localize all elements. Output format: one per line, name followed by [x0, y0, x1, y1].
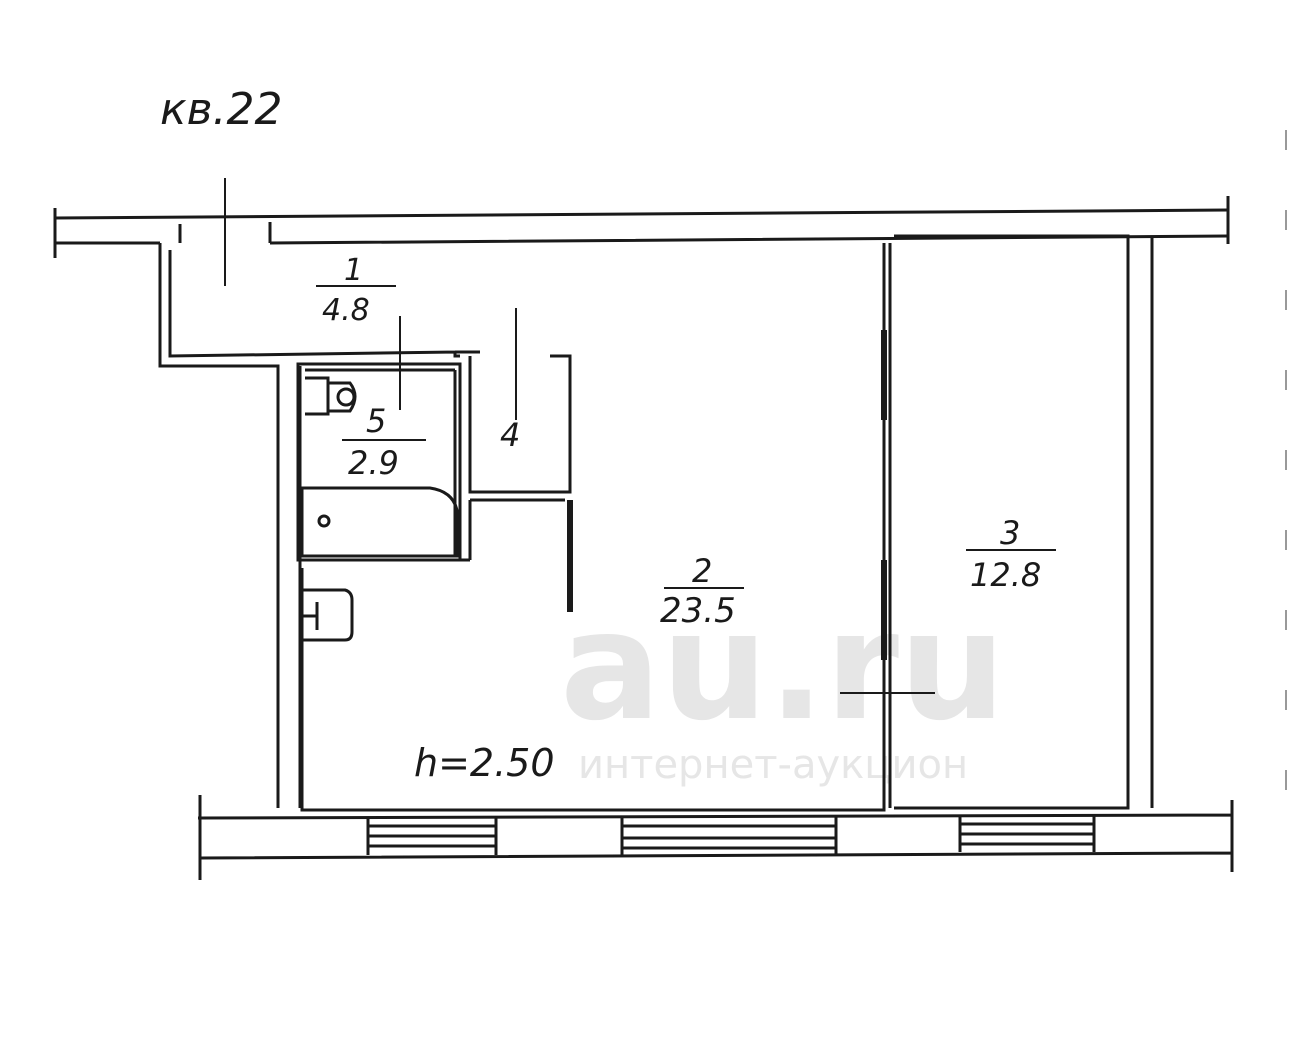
room-4-walls — [468, 354, 572, 494]
room-3-area: 12.8 — [970, 556, 1041, 594]
watermark: au.ru интернет-аукцион — [560, 580, 1006, 788]
window-3 — [958, 815, 1096, 852]
window-1 — [366, 818, 498, 855]
room-5-area: 2.9 — [348, 444, 399, 482]
top-wall-outer — [54, 208, 1229, 220]
watermark-caption: интернет-аукцион — [578, 742, 968, 788]
apartment-label: кв.22 — [160, 84, 282, 135]
walls — [53, 178, 1234, 880]
room-3-walls — [894, 234, 1130, 810]
bottom-wall — [197, 795, 1234, 880]
window-2 — [620, 816, 838, 855]
stove — [302, 588, 354, 642]
vent-block — [178, 222, 272, 243]
room-2-area: 23.5 — [660, 591, 736, 631]
room-1-walls — [158, 243, 480, 808]
room-1-number: 1 — [344, 253, 363, 288]
bathtub — [300, 486, 460, 558]
room-1-area: 4.8 — [322, 293, 370, 328]
watermark-logo: au.ru — [560, 580, 1006, 754]
room-5-number: 5 — [366, 402, 386, 440]
room-3-number: 3 — [1000, 514, 1020, 552]
room-4-number: 4 — [500, 416, 520, 454]
room-2-walls — [300, 243, 886, 812]
room-2-number: 2 — [692, 552, 712, 590]
toilet — [305, 376, 357, 416]
ceiling-height: h=2.50 — [414, 741, 555, 785]
